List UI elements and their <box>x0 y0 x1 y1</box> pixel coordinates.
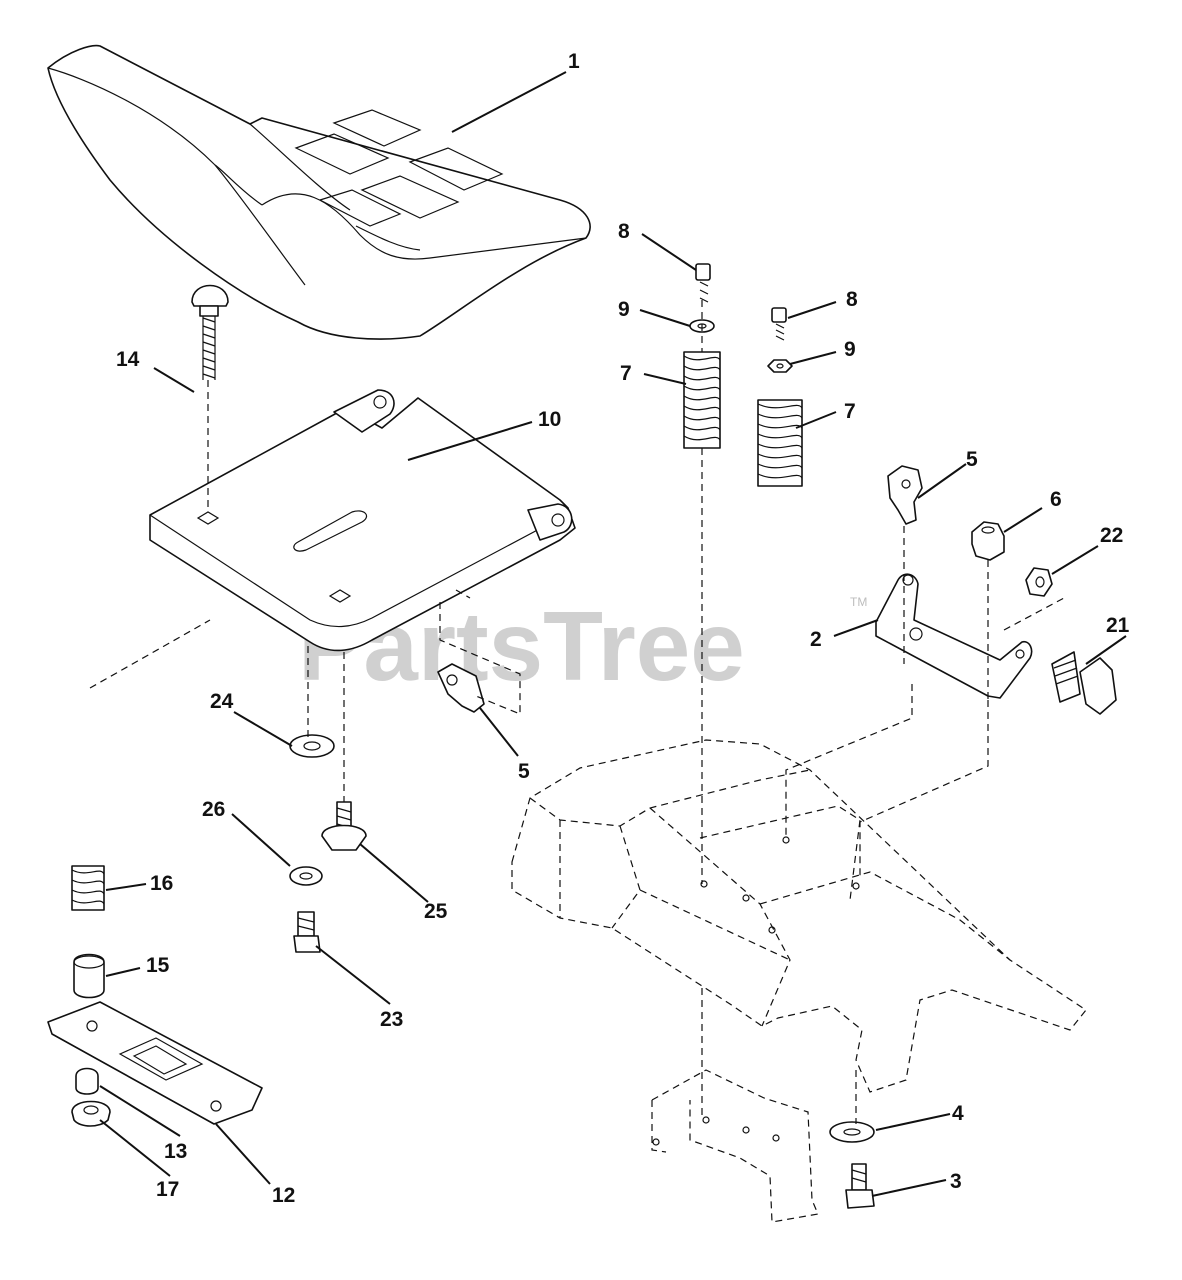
part-carriage-bolt[interactable] <box>191 284 229 381</box>
part-washer-24[interactable] <box>289 734 335 758</box>
callout-26: 26 <box>202 798 225 821</box>
callout-13: 13 <box>164 1140 187 1163</box>
callout-1: 1 <box>568 50 580 73</box>
part-spring-16[interactable] <box>71 865 105 911</box>
part-shoulder-screw[interactable] <box>321 801 367 851</box>
callout-9b: 9 <box>844 338 856 361</box>
part-plate[interactable] <box>47 1001 263 1125</box>
callout-7b: 7 <box>844 400 856 423</box>
callout-5-right: 5 <box>966 448 978 471</box>
callout-5-left: 5 <box>518 760 530 783</box>
part-washer-9b[interactable] <box>767 359 793 373</box>
part-spring-7a[interactable] <box>683 351 721 449</box>
part-nut-13[interactable] <box>75 1067 99 1095</box>
part-bracket[interactable] <box>875 573 1033 699</box>
part-spring-7b[interactable] <box>757 399 803 487</box>
callout-4: 4 <box>952 1102 964 1125</box>
callout-2: 2 <box>810 628 822 651</box>
callout-12: 12 <box>272 1184 295 1207</box>
assembly-lines <box>89 300 1065 1124</box>
part-washer-26[interactable] <box>289 866 323 886</box>
part-seat[interactable] <box>47 44 591 340</box>
callout-7a: 7 <box>620 362 632 385</box>
part-screw-3[interactable] <box>845 1163 875 1209</box>
callout-6: 6 <box>1050 488 1062 511</box>
callout-15: 15 <box>146 954 170 977</box>
part-clip-5-left[interactable] <box>437 663 485 713</box>
part-seat-pan[interactable] <box>149 389 576 652</box>
callout-8b: 8 <box>846 288 858 311</box>
callout-21: 21 <box>1106 614 1130 637</box>
callout-14: 14 <box>116 348 140 371</box>
callout-22: 22 <box>1100 524 1123 547</box>
callout-17: 17 <box>156 1178 179 1201</box>
part-shoulder-bolt[interactable] <box>1051 651 1117 715</box>
callout-9a: 9 <box>618 298 630 321</box>
part-bolt-8a[interactable] <box>695 263 711 303</box>
callout-8a: 8 <box>618 220 630 243</box>
callout-23: 23 <box>380 1008 403 1031</box>
part-bolt-8b[interactable] <box>771 307 787 341</box>
part-washer-4[interactable] <box>829 1121 875 1143</box>
watermark-trademark: TM <box>850 595 867 609</box>
part-screw-23[interactable] <box>293 911 321 953</box>
callout-3: 3 <box>950 1170 962 1193</box>
part-nut[interactable] <box>971 521 1005 561</box>
callout-16: 16 <box>150 872 173 895</box>
tractor-frame-reference <box>511 739 1087 1223</box>
callout-24: 24 <box>210 690 234 713</box>
part-clip-5-right[interactable] <box>887 465 923 525</box>
callout-10: 10 <box>538 408 561 431</box>
callout-labels: 1 14 10 8 9 7 8 9 7 5 6 22 21 2 5 24 26 … <box>116 50 1130 1207</box>
part-lock-nut[interactable] <box>1025 567 1053 597</box>
part-spacer[interactable] <box>73 953 105 999</box>
callout-25: 25 <box>424 900 448 923</box>
leader-lines <box>99 71 1127 1197</box>
